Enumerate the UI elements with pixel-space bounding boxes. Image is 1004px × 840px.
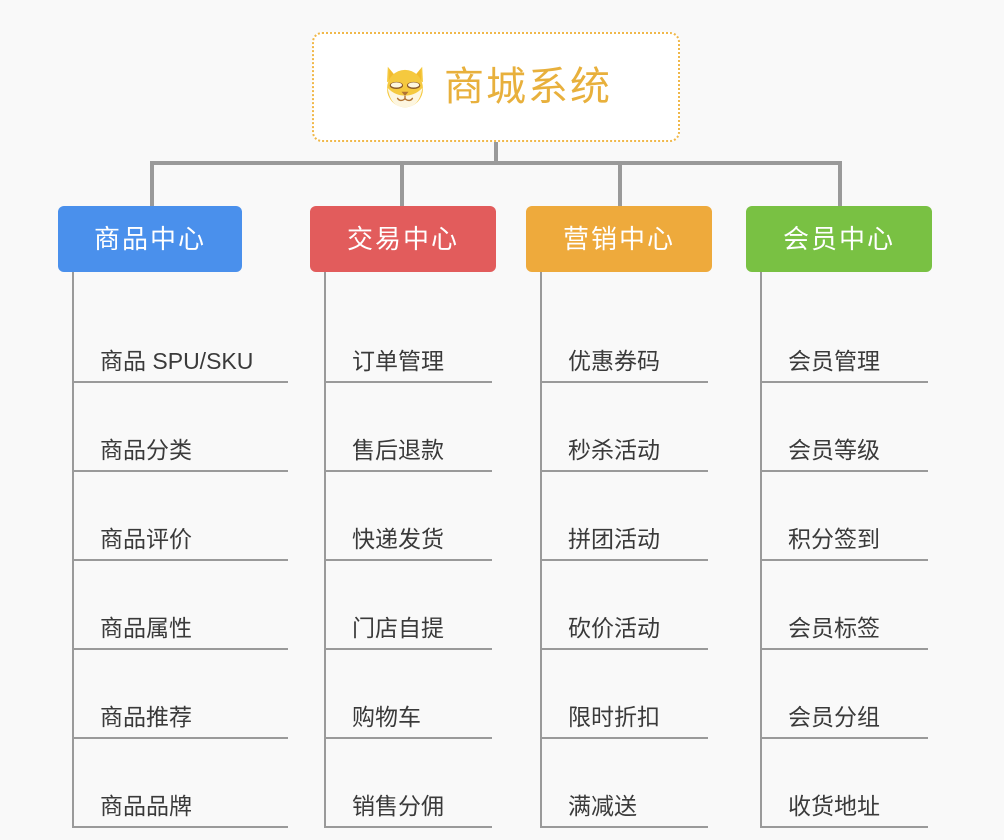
list-item-label: 商品 SPU/SKU xyxy=(100,348,254,374)
list-item-label: 满减送 xyxy=(568,793,637,819)
branch-spine xyxy=(324,272,326,828)
list-item-label: 秒杀活动 xyxy=(568,437,660,463)
branch-column-marketing: 营销中心 优惠券码 秒杀活动 拼团活动 砍价活动 限时折扣 满减送 xyxy=(526,206,722,828)
connector-drop-2 xyxy=(400,161,404,206)
list-item[interactable]: 商品 SPU/SKU xyxy=(72,294,288,383)
list-item[interactable]: 商品品牌 xyxy=(72,739,288,828)
list-item-label: 优惠券码 xyxy=(568,348,660,374)
connector-drop-4 xyxy=(838,161,842,206)
list-item[interactable]: 收货地址 xyxy=(760,739,928,828)
connector-drop-3 xyxy=(618,161,622,206)
list-item[interactable]: 拼团活动 xyxy=(540,472,708,561)
connector-bus xyxy=(150,161,842,165)
list-item[interactable]: 快递发货 xyxy=(324,472,492,561)
list-item[interactable]: 满减送 xyxy=(540,739,708,828)
list-item-label: 快递发货 xyxy=(352,526,444,552)
branch-items-trade: 订单管理 售后退款 快递发货 门店自提 购物车 销售分佣 xyxy=(324,272,506,828)
list-item[interactable]: 会员标签 xyxy=(760,561,928,650)
list-item[interactable]: 购物车 xyxy=(324,650,492,739)
branch-header-trade[interactable]: 交易中心 xyxy=(310,206,496,272)
list-item[interactable]: 商品属性 xyxy=(72,561,288,650)
connector-drop-1 xyxy=(150,161,154,206)
list-item[interactable]: 会员分组 xyxy=(760,650,928,739)
list-item[interactable]: 秒杀活动 xyxy=(540,383,708,472)
list-item[interactable]: 积分签到 xyxy=(760,472,928,561)
branch-spine xyxy=(72,272,74,828)
branch-items-product: 商品 SPU/SKU 商品分类 商品评价 商品属性 商品推荐 商品品牌 xyxy=(72,272,288,828)
branch-header-marketing[interactable]: 营销中心 xyxy=(526,206,712,272)
list-item[interactable]: 砍价活动 xyxy=(540,561,708,650)
branch-column-product: 商品中心 商品 SPU/SKU 商品分类 商品评价 商品属性 商品推荐 商品品牌 xyxy=(58,206,288,828)
list-item-label: 积分签到 xyxy=(788,526,880,552)
list-item-label: 售后退款 xyxy=(352,437,444,463)
list-item[interactable]: 门店自提 xyxy=(324,561,492,650)
list-item[interactable]: 销售分佣 xyxy=(324,739,492,828)
list-item[interactable]: 会员管理 xyxy=(760,294,928,383)
list-item-label: 购物车 xyxy=(352,704,421,730)
branch-spine xyxy=(540,272,542,828)
list-item-label: 商品评价 xyxy=(100,526,192,552)
branch-header-product[interactable]: 商品中心 xyxy=(58,206,242,272)
list-item-label: 会员管理 xyxy=(788,348,880,374)
shiba-dog-face-icon xyxy=(387,66,423,108)
branch-column-member: 会员中心 会员管理 会员等级 积分签到 会员标签 会员分组 收货地址 xyxy=(746,206,942,828)
list-item[interactable]: 商品推荐 xyxy=(72,650,288,739)
branch-column-trade: 交易中心 订单管理 售后退款 快递发货 门店自提 购物车 销售分佣 xyxy=(310,206,506,828)
list-item[interactable]: 商品评价 xyxy=(72,472,288,561)
list-item-label: 会员等级 xyxy=(788,437,880,463)
branch-items-member: 会员管理 会员等级 积分签到 会员标签 会员分组 收货地址 xyxy=(760,272,942,828)
list-item-label: 收货地址 xyxy=(788,793,880,819)
list-item-label: 砍价活动 xyxy=(568,615,660,641)
list-item-label: 限时折扣 xyxy=(568,704,660,730)
root-title: 商城系统 xyxy=(444,65,612,109)
list-item-label: 订单管理 xyxy=(352,348,444,374)
list-item[interactable]: 售后退款 xyxy=(324,383,492,472)
root-node[interactable]: 商城系统 xyxy=(312,32,680,142)
list-item-label: 会员标签 xyxy=(788,615,880,641)
list-item-label: 会员分组 xyxy=(788,704,880,730)
list-item-label: 销售分佣 xyxy=(352,793,444,819)
list-item-label: 商品属性 xyxy=(100,615,192,641)
list-item[interactable]: 优惠券码 xyxy=(540,294,708,383)
list-item-label: 商品分类 xyxy=(100,437,192,463)
list-item-label: 商品品牌 xyxy=(100,793,192,819)
list-item-label: 商品推荐 xyxy=(100,704,192,730)
list-item[interactable]: 会员等级 xyxy=(760,383,928,472)
branch-header-member[interactable]: 会员中心 xyxy=(746,206,932,272)
branch-items-marketing: 优惠券码 秒杀活动 拼团活动 砍价活动 限时折扣 满减送 xyxy=(540,272,722,828)
list-item-label: 门店自提 xyxy=(352,615,444,641)
connector-stem xyxy=(494,142,498,164)
list-item[interactable]: 限时折扣 xyxy=(540,650,708,739)
list-item[interactable]: 商品分类 xyxy=(72,383,288,472)
list-item[interactable]: 订单管理 xyxy=(324,294,492,383)
list-item-label: 拼团活动 xyxy=(568,526,660,552)
branch-spine xyxy=(760,272,762,828)
